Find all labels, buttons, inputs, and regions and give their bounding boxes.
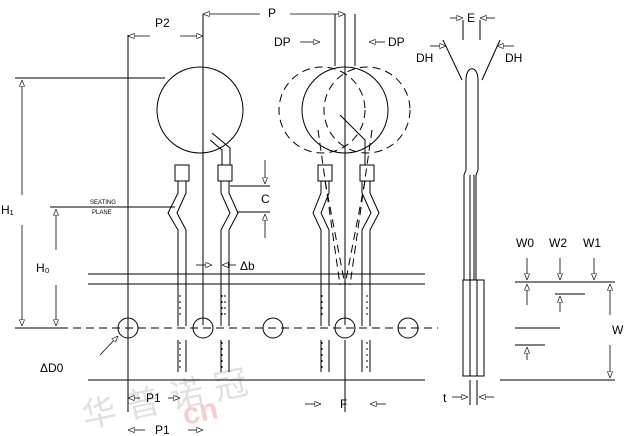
label-w: W bbox=[612, 323, 624, 337]
label-delta-d0: ΔD0 bbox=[40, 361, 64, 375]
label-delta-b: Δb bbox=[240, 259, 255, 273]
label-w0: W0 bbox=[516, 236, 534, 250]
label-dp-left: DP bbox=[274, 35, 291, 49]
sprocket-hole bbox=[262, 317, 284, 339]
label-dh-right: DH bbox=[505, 51, 522, 65]
label-h0: H₀ bbox=[36, 261, 50, 275]
label-p2: P2 bbox=[155, 16, 170, 30]
label-w2: W2 bbox=[549, 236, 567, 250]
label-seating: SEATING bbox=[90, 200, 116, 206]
sprocket-hole bbox=[397, 317, 419, 339]
label-p: P bbox=[268, 6, 276, 20]
dimension-labels: P2 P DP DP E DH DH H₁ H₀ C SEATING PLANE… bbox=[1, 6, 624, 436]
component-side-view bbox=[442, 20, 501, 405]
label-p1-bottom: P1 bbox=[155, 423, 170, 436]
svg-text:cn: cn bbox=[180, 392, 221, 432]
label-e: E bbox=[467, 11, 475, 25]
label-h1: H₁ bbox=[1, 203, 14, 217]
label-p1-top: P1 bbox=[146, 391, 161, 405]
carrier-tape bbox=[60, 14, 438, 412]
component-front-view bbox=[156, 66, 244, 372]
label-t: t bbox=[443, 391, 447, 405]
dimension-lines bbox=[15, 14, 615, 430]
label-c: C bbox=[261, 192, 270, 206]
label-w1: W1 bbox=[583, 236, 601, 250]
label-f: F bbox=[340, 397, 347, 411]
label-dp-right: DP bbox=[388, 35, 405, 49]
label-dh-left: DH bbox=[416, 51, 433, 65]
label-plane: PLANE bbox=[92, 210, 112, 216]
component-tolerance-view bbox=[278, 14, 411, 372]
